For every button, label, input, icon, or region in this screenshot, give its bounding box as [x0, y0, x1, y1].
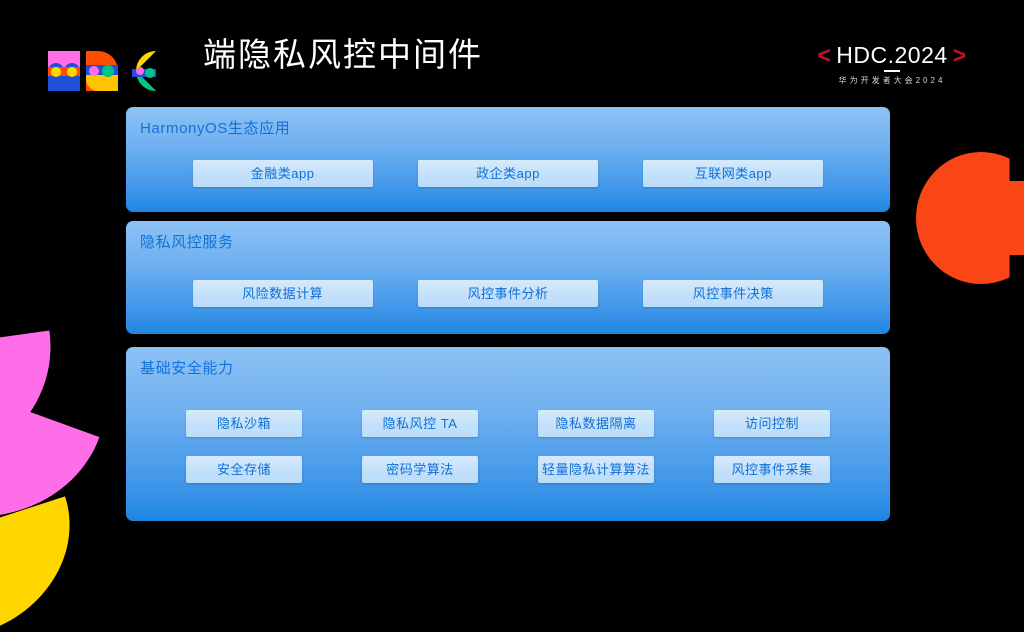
chip-item[interactable]: 互联网类app	[643, 160, 824, 187]
hdc-badge: <HDC.2024> 华为开发者大会2024	[802, 42, 982, 86]
chip-item[interactable]: 风控事件分析	[417, 280, 598, 307]
bracket-right-icon: >	[952, 42, 967, 68]
chip-item[interactable]: 隐私数据隔离	[538, 410, 654, 437]
orange-circle-decoration	[916, 152, 1024, 284]
chip-item[interactable]: 风险数据计算	[192, 280, 373, 307]
chip-item[interactable]: 隐私沙箱	[186, 410, 302, 437]
chip-item[interactable]: 金融类app	[192, 160, 373, 187]
pink-petal-decoration-top	[0, 330, 66, 462]
chip-item[interactable]: 隐私风控 TA	[362, 410, 478, 437]
panel-security-capabilities: 基础安全能力 隐私沙箱 隐私风控 TA 隐私数据隔离 访问控制 安全存储 密码学…	[126, 347, 890, 521]
chip-row: 安全存储 密码学算法 轻量隐私计算算法 风控事件采集	[126, 456, 890, 483]
chip-row: 金融类app 政企类app 互联网类app	[126, 160, 890, 187]
chip-item[interactable]: 安全存储	[186, 456, 302, 483]
hdc-badge-title: <HDC.2024>	[802, 42, 982, 69]
page-title: 端隐私风控中间件	[203, 36, 483, 73]
mdc-logo-icon	[48, 51, 156, 91]
chip-row: 风险数据计算 风控事件分析 风控事件决策	[126, 280, 890, 307]
panel-heading: 隐私风控服务	[140, 234, 234, 251]
panel-heading: HarmonyOS生态应用	[140, 120, 291, 137]
hdc-underscore-rule	[884, 70, 900, 72]
bracket-left-icon: <	[817, 42, 832, 68]
chip-row: 隐私沙箱 隐私风控 TA 隐私数据隔离 访问控制	[126, 410, 890, 437]
chip-item[interactable]: 风控事件采集	[714, 456, 830, 483]
hdc-text: HDC.2024	[836, 42, 948, 68]
yellow-petal-decoration	[0, 496, 98, 632]
pink-petal-decoration-bottom	[0, 386, 100, 558]
panel-harmonyos-apps: HarmonyOS生态应用 金融类app 政企类app 互联网类app	[126, 107, 890, 212]
hdc-badge-subtitle: 华为开发者大会2024	[838, 76, 946, 85]
slide-header: 端隐私风控中间件 <HDC.2024> 华为开发者大会2024	[0, 0, 1024, 104]
panel-heading: 基础安全能力	[140, 360, 234, 377]
chip-item[interactable]: 风控事件决策	[643, 280, 824, 307]
chip-item[interactable]: 访问控制	[714, 410, 830, 437]
panel-privacy-risk-services: 隐私风控服务 风险数据计算 风控事件分析 风控事件决策	[126, 221, 890, 334]
chip-item[interactable]: 轻量隐私计算算法	[538, 456, 654, 483]
chip-item[interactable]: 政企类app	[417, 160, 598, 187]
chip-item[interactable]: 密码学算法	[362, 456, 478, 483]
